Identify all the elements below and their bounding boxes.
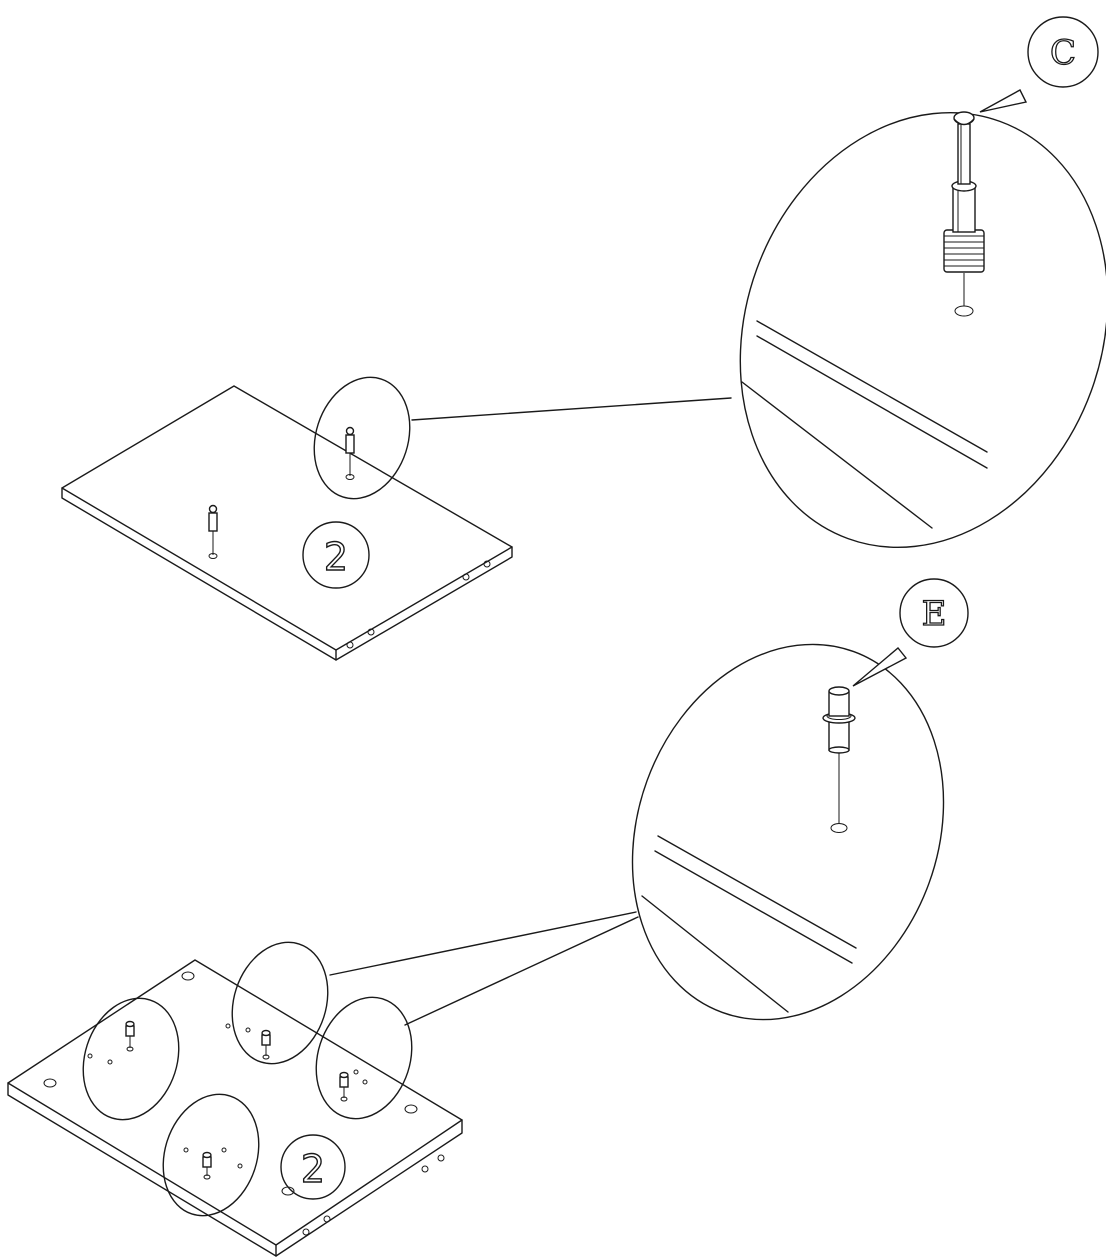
bottom-dowel-4 [202, 1151, 212, 1180]
bottom-leader-lines [329, 911, 639, 1026]
bottom-dowel-1 [125, 1020, 135, 1052]
top-magnified-detail [739, 111, 1106, 549]
top-step-number: 2 [324, 535, 348, 579]
bottom-step-badge: 2 [280, 1134, 346, 1200]
top-detail-small-ellipse [313, 376, 411, 500]
callout-c: C [979, 16, 1099, 113]
top-panel [61, 385, 513, 661]
top-leader-line [411, 397, 732, 421]
bottom-dowel-2 [261, 1029, 271, 1060]
bottom-step-number: 2 [301, 1147, 325, 1191]
bottom-magnified-detail [631, 643, 945, 1021]
bottom-detail-ellipses [82, 941, 413, 1217]
top-step-badge: 2 [302, 521, 370, 589]
top-panel-dowel-1 [208, 504, 218, 559]
callout-c-label: C [1050, 33, 1076, 73]
callout-e-label: E [922, 594, 947, 634]
callout-e: E [852, 578, 969, 687]
bottom-dowel-3 [339, 1071, 349, 1102]
top-panel-dowel-2 [345, 426, 355, 480]
